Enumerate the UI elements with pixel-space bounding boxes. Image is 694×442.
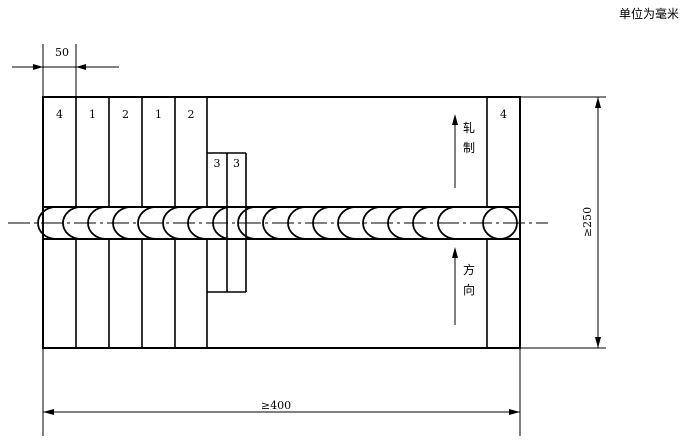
rolling-direction: 轧 制 方 向: [452, 114, 475, 325]
strip-label: 3: [214, 157, 221, 170]
strip-label: 4: [500, 108, 507, 121]
arrow-right-icon: [509, 409, 520, 415]
direction-char: 方: [463, 262, 475, 277]
width-label: ≥250: [581, 207, 594, 237]
arrow-down-icon: [595, 337, 601, 348]
direction-char: 向: [463, 282, 475, 297]
arrow-left-icon: [43, 409, 54, 415]
top-strip-dividers: [75, 97, 488, 207]
width-dimension: ≥250: [520, 96, 606, 349]
bottom-strip-dividers: [75, 239, 488, 348]
strip-label: 1: [155, 108, 162, 121]
strip-labels: 4 1 2 1 2 4 3 3: [56, 108, 507, 170]
arrow-up-icon: [452, 114, 458, 125]
strip-width-dimension: 50: [12, 44, 119, 97]
arrow-left-icon: [76, 64, 86, 70]
direction-char: 制: [463, 141, 475, 155]
arrow-up-icon: [452, 247, 458, 258]
arrow-up-icon: [595, 97, 601, 108]
strip-width-label: 50: [55, 46, 69, 59]
direction-char: 轧: [463, 121, 475, 135]
strip-label: 2: [122, 108, 129, 121]
unit-note: 单位为毫米: [619, 6, 679, 21]
strip-label: 1: [89, 108, 96, 121]
length-dimension: ≥400: [42, 348, 521, 436]
arrow-right-icon: [33, 64, 43, 70]
strip-label: 4: [56, 108, 63, 121]
strip-label: 2: [188, 108, 195, 121]
strip-label: 3: [233, 157, 240, 170]
length-label: ≥400: [261, 399, 291, 412]
